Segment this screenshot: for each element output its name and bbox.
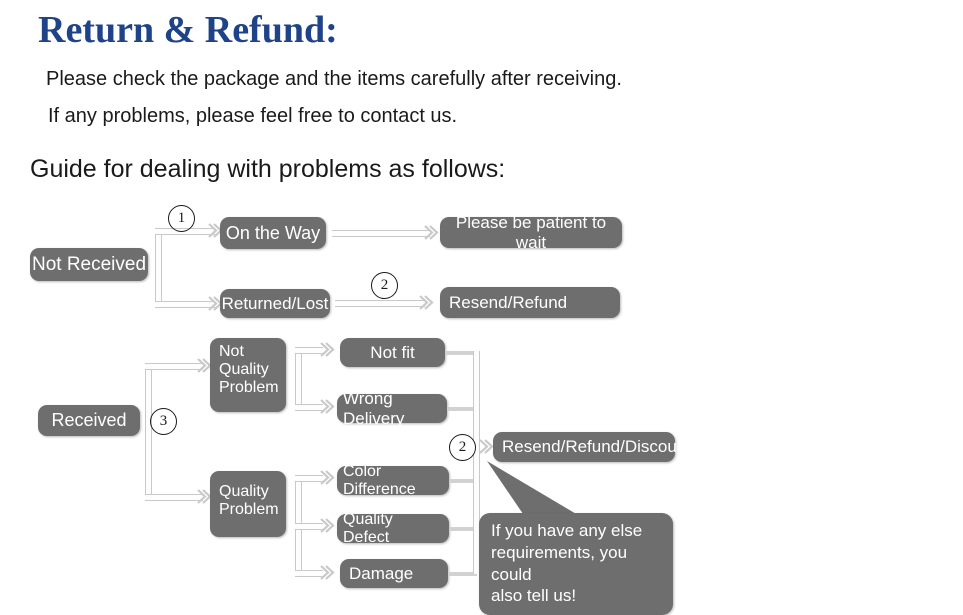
arrow-to-quality-defect [320, 517, 335, 534]
guide-heading: Guide for dealing with problems as follo… [30, 155, 506, 183]
arrow-to-damage [320, 564, 335, 581]
page-title: Return & Refund: [38, 9, 338, 51]
connector-received-stub-top [145, 363, 203, 370]
marker-two-bottom-label: 2 [458, 439, 467, 455]
connector-qp-stub-mid [295, 523, 323, 530]
marker-two-top: 2 [371, 272, 398, 299]
node-not-received: Not Received [30, 248, 148, 281]
merge-stub-damage [448, 572, 477, 576]
node-not-received-label: Not Received [31, 253, 147, 275]
intro-line-1: Please check the package and the items c… [46, 68, 622, 90]
node-received: Received [38, 405, 140, 436]
callout-line-1: If you have any else [491, 521, 643, 540]
connector-qp-stub-bottom [295, 570, 323, 577]
node-not-quality-problem: Not Quality Problem [210, 338, 286, 412]
arrow-to-not-fit [320, 341, 335, 358]
marker-two-bottom: 2 [449, 434, 476, 461]
arrow-to-color-difference [320, 469, 335, 486]
marker-two-top-label: 2 [380, 277, 389, 293]
node-be-patient-label: Please be patient to wait [455, 213, 607, 252]
node-resend-refund-discount: Resend/Refund/Discount [493, 432, 691, 462]
node-resend-refund-discount-label: Resend/Refund/Discount [502, 437, 692, 457]
node-not-fit: Not fit [340, 338, 445, 367]
node-not-quality-problem-label: Not Quality Problem [219, 343, 279, 396]
node-color-difference: Color Difference [337, 463, 449, 498]
connector-not-received-stub-bottom [155, 301, 215, 308]
arrow-to-resend-refund-discount [479, 438, 494, 455]
marker-three-label: 3 [159, 413, 168, 429]
node-returned-lost: Returned/Lost [220, 289, 330, 318]
node-damage-label: Damage [349, 563, 414, 583]
arrow-to-resend-refund [419, 294, 434, 311]
connector-nqp-stub-bottom [295, 404, 323, 411]
merge-stub-color-difference [449, 479, 477, 483]
connector-received-bus [145, 363, 152, 499]
callout-line-3: also tell us! [491, 586, 577, 606]
connector-on-the-way-out [332, 230, 430, 237]
node-quality-problem-label: Quality Problem [219, 483, 279, 518]
node-received-label: Received [51, 410, 127, 431]
return-refund-infographic: Return & Refund: Please check the packag… [30, 9, 691, 615]
node-on-the-way: On the Way [220, 217, 326, 249]
connector-nqp-bus [295, 347, 302, 408]
connector-returned-lost-out [335, 300, 425, 307]
node-damage: Damage [340, 559, 448, 588]
merge-stub-not-fit [445, 351, 477, 355]
node-be-patient: Please be patient to wait [440, 213, 622, 252]
connector-not-received-bus [155, 228, 162, 306]
merge-bus-vertical [473, 351, 480, 574]
marker-one-label: 1 [177, 210, 186, 226]
arrow-to-wrong-delivery [320, 398, 335, 415]
node-quality-problem: Quality Problem [210, 471, 286, 537]
connector-qp-stub-top [295, 475, 323, 482]
connector-received-stub-bottom [145, 494, 203, 501]
node-quality-defect: Quality Defect [337, 511, 449, 546]
callout-extra-requirements: If you have any else requirements, you c… [479, 513, 673, 615]
connector-nqp-stub-top [295, 347, 323, 354]
node-on-the-way-label: On the Way [225, 222, 321, 243]
node-color-difference-label: Color Difference [343, 462, 416, 498]
node-resend-refund-label: Resend/Refund [449, 292, 568, 312]
node-quality-defect-label: Quality Defect [343, 510, 393, 546]
merge-stub-wrong-delivery [447, 407, 477, 411]
callout-line-2: requirements, you could [491, 542, 628, 584]
marker-one: 1 [168, 205, 195, 232]
intro-line-2: If any problems, please feel free to con… [48, 105, 458, 127]
merge-stub-quality-defect [449, 527, 477, 531]
arrow-to-be-patient [424, 224, 439, 241]
node-returned-lost-label: Returned/Lost [221, 293, 329, 313]
node-not-fit-label: Not fit [370, 342, 415, 362]
node-resend-refund: Resend/Refund [440, 287, 620, 318]
marker-three: 3 [150, 408, 177, 435]
node-wrong-delivery: Wrong Delivery [337, 389, 447, 428]
node-wrong-delivery-label: Wrong Delivery [343, 389, 405, 428]
